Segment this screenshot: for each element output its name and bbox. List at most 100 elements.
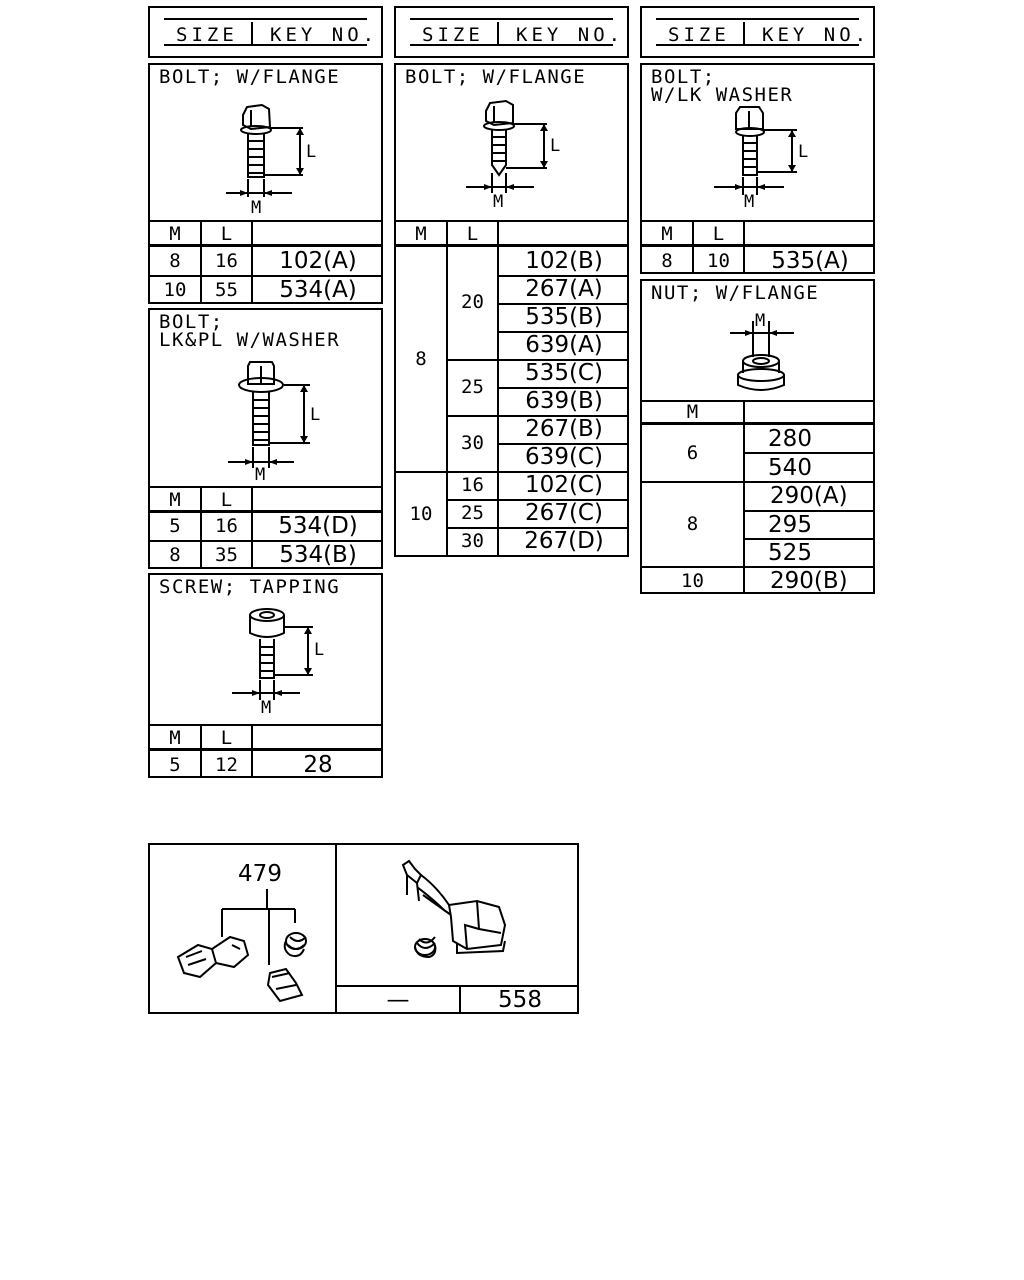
size-label: SIZE [668, 24, 730, 46]
m-value: 8 [661, 250, 673, 272]
col-l: L [466, 223, 479, 245]
l-value: 20 [461, 291, 484, 313]
key-number: 535(A) [771, 248, 849, 274]
header-col3: SIZE KEY NO. [640, 6, 875, 58]
col-m: M [169, 727, 181, 749]
m-value: 5 [169, 754, 181, 776]
callout-number: 479 [238, 861, 282, 887]
key-number: 540 [768, 455, 812, 481]
key-number: 535(B) [525, 304, 603, 330]
screw-tapping-panel: SCREW; TAPPING L M M L 5 12 28 [148, 573, 383, 778]
key-number: 267(D) [524, 528, 604, 554]
svg-text:M: M [251, 198, 261, 218]
connector-kit-icon [176, 889, 307, 1003]
key-number: 290(A) [770, 483, 848, 509]
key-number: 525 [768, 540, 812, 566]
screw-tapping-icon: L M [232, 608, 324, 718]
dash: — [386, 987, 410, 1013]
svg-text:M: M [755, 311, 765, 331]
key-number: 534(B) [279, 542, 357, 568]
panel-title: NUT; W/FLANGE [651, 282, 820, 304]
key-number: 534(A) [279, 277, 357, 303]
bolt-washer-icon: L M [228, 361, 320, 485]
col-l: L [220, 727, 233, 749]
svg-text:L: L [550, 136, 560, 156]
col-m: M [661, 223, 673, 245]
key-no-label: KEY NO. [270, 24, 379, 46]
nut-flange-icon: M [730, 311, 794, 391]
size-label: SIZE [176, 24, 238, 46]
key-number: 535(C) [525, 360, 603, 386]
bolt-flange-panel-1: BOLT; W/FLANGE L M M L 8 16 102(A) 10 55… [148, 63, 383, 304]
l-value: 55 [215, 279, 238, 301]
connector-assembly-icon [401, 859, 507, 959]
m-value: 6 [686, 442, 699, 464]
bolt-flange-panel-2: BOLT; W/FLANGE L M M L 8 20 102(B) [394, 63, 629, 557]
l-value: 30 [461, 432, 484, 454]
col-l: L [712, 223, 725, 245]
panel-title: BOLT; W/FLANGE [159, 66, 341, 88]
l-value: 16 [215, 250, 238, 272]
svg-text:M: M [261, 698, 271, 718]
col-m: M [686, 401, 699, 423]
panel-title: BOLT; W/LK WASHER [651, 66, 794, 106]
header-col2: SIZE KEY NO. [394, 6, 629, 58]
key-no-label: KEY NO. [516, 24, 625, 46]
l-value: 25 [461, 376, 484, 398]
bolt-lk-washer-panel: BOLT; W/LK WASHER L M M L 8 10 535(A) [640, 63, 875, 274]
key-number: 639(A) [525, 332, 603, 358]
col-l: L [220, 489, 233, 511]
size-label: SIZE [422, 24, 484, 46]
key-number: 280 [768, 426, 812, 452]
l-value: 30 [461, 530, 484, 552]
key-number: 267(A) [525, 276, 603, 302]
header-col1: SIZE KEY NO. [148, 6, 383, 58]
l-value: 12 [215, 754, 238, 776]
svg-text:L: L [314, 640, 324, 660]
key-number: 267(B) [525, 416, 603, 442]
key-number: 558 [498, 987, 542, 1013]
col-m: M [415, 223, 427, 245]
m-value: 8 [415, 348, 427, 370]
col-m: M [169, 223, 181, 245]
bolt-lk-washer-icon: L M [714, 106, 808, 212]
svg-text:M: M [744, 192, 754, 212]
panel-title: BOLT; LK&PL W/WASHER [159, 311, 341, 351]
key-no-label: KEY NO. [762, 24, 871, 46]
m-value: 8 [686, 513, 699, 535]
key-number: 295 [768, 512, 812, 538]
m-value: 8 [169, 250, 181, 272]
connector-panel: 479 — [148, 843, 579, 1014]
key-number: 290(B) [770, 568, 848, 594]
key-number: 267(C) [525, 500, 603, 526]
m-value: 10 [163, 279, 187, 301]
m-value: 8 [169, 544, 181, 566]
l-value: 16 [215, 515, 238, 537]
bolt-flange-icon: L M [466, 99, 560, 212]
key-number: 639(B) [525, 388, 603, 414]
key-number: 102(A) [279, 248, 357, 274]
bolt-lkpl-washer-panel: BOLT; LK&PL W/WASHER L M M L 5 16 534(D)… [148, 308, 383, 569]
key-number: 639(C) [525, 444, 603, 470]
l-value: 16 [461, 474, 484, 496]
svg-text:L: L [306, 142, 316, 162]
key-number: 102(C) [525, 472, 603, 498]
col-l: L [220, 223, 233, 245]
key-number: 534(D) [278, 513, 358, 539]
m-value: 10 [681, 570, 704, 592]
l-value: 35 [215, 544, 238, 566]
col-m: M [169, 489, 181, 511]
svg-text:L: L [798, 142, 808, 162]
svg-text:M: M [493, 192, 503, 212]
nut-flange-panel: NUT; W/FLANGE M M 6 280 540 8 290(A) 295… [640, 279, 875, 594]
panel-title: BOLT; W/FLANGE [405, 66, 587, 88]
m-value: 10 [409, 503, 433, 525]
panel-title: SCREW; TAPPING [159, 576, 341, 598]
m-value: 5 [169, 515, 181, 537]
l-value: 25 [461, 502, 484, 524]
key-number: 102(B) [525, 248, 603, 274]
bolt-flange-icon: L M [226, 103, 316, 218]
svg-text:M: M [255, 465, 265, 485]
l-value: 10 [707, 250, 730, 272]
svg-text:L: L [310, 405, 320, 425]
